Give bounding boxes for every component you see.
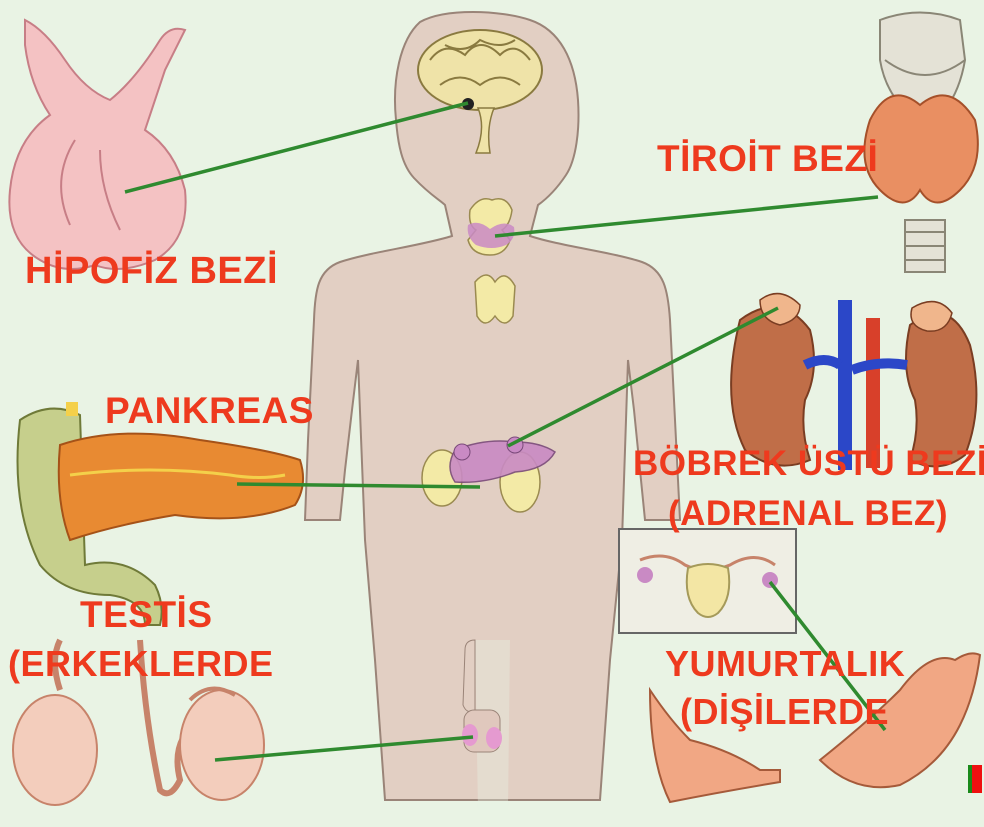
edge-mark-green xyxy=(968,765,972,793)
thymus-icon xyxy=(475,275,515,323)
thyroid-illustration xyxy=(864,13,977,273)
connector-thyroid xyxy=(495,197,878,236)
label-adrenal-line1: BÖBREK ÜSTÜ BEZİ xyxy=(633,446,984,481)
pituitary-illustration xyxy=(9,20,185,269)
label-pituitary: HİPOFİZ BEZİ xyxy=(25,252,278,290)
label-ovary-line1: YUMURTALIK xyxy=(665,646,905,682)
label-ovary-line2: (DİŞİLERDE xyxy=(680,694,889,730)
label-testis-line1: TESTİS xyxy=(80,596,213,633)
label-pancreas: PANKREAS xyxy=(105,392,314,429)
label-adrenal-line2: (ADRENAL BEZ) xyxy=(668,496,948,531)
label-thyroid: TİROİT BEZİ xyxy=(657,140,878,177)
label-testis-line2: (ERKEKLERDE xyxy=(8,646,274,682)
uterus-inset xyxy=(619,529,796,633)
thyroid-in-body-icon xyxy=(468,199,515,255)
pancreas-illustration xyxy=(18,402,304,625)
